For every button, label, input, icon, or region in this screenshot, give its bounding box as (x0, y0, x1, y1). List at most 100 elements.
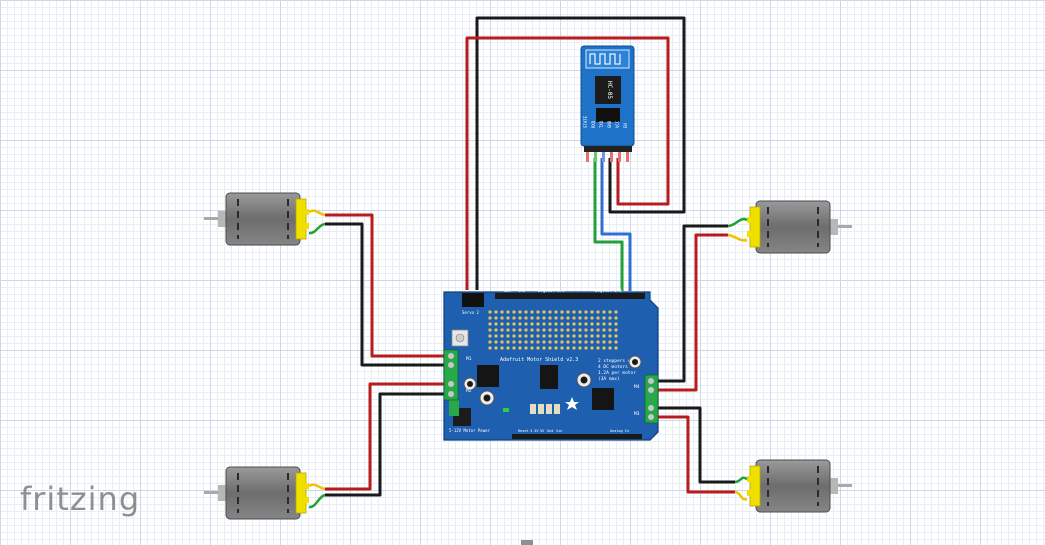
wire-m4-red[interactable] (656, 415, 735, 494)
proto-hole (530, 322, 534, 326)
proto-hole (578, 316, 582, 320)
wire-m2-black[interactable] (325, 392, 447, 497)
proto-hole (512, 340, 516, 344)
svg-text:M2: M2 (466, 388, 472, 394)
proto-hole (518, 322, 522, 326)
svg-text:Analog In: Analog In (610, 429, 629, 433)
proto-hole (518, 346, 522, 350)
proto-hole (524, 316, 528, 320)
motor-top-right[interactable] (746, 200, 853, 254)
proto-hole (596, 346, 600, 350)
proto-hole (524, 334, 528, 338)
proto-hole (590, 340, 594, 344)
wire-m2-red[interactable] (325, 382, 447, 491)
shield-title: Adafruit Motor Shield v2.3 (500, 357, 578, 363)
motor-bottom-left[interactable] (203, 466, 310, 520)
proto-hole (566, 310, 570, 314)
proto-hole (488, 334, 492, 338)
proto-hole (530, 328, 534, 332)
wire-m3-red[interactable] (656, 233, 728, 392)
proto-hole (602, 346, 606, 350)
servo-header[interactable] (462, 293, 484, 307)
proto-hole (542, 328, 546, 332)
svg-text:1.2A per motor: 1.2A per motor (598, 370, 636, 376)
svg-text:VCC: VCC (615, 120, 620, 128)
proto-hole (554, 340, 558, 344)
proto-hole (536, 334, 540, 338)
terminal-block-left[interactable]: M1 M2 (443, 349, 472, 401)
wire-bt-vcc-red[interactable] (465, 36, 670, 290)
motor-bottom-right[interactable] (746, 459, 853, 513)
proto-hole (524, 322, 528, 326)
wire-bt-gnd-black[interactable] (475, 16, 686, 290)
proto-hole (488, 328, 492, 332)
proto-hole (554, 322, 558, 326)
svg-text:3.3V: 3.3V (530, 429, 539, 433)
proto-hole (548, 310, 552, 314)
proto-hole (602, 334, 606, 338)
proto-hole (578, 310, 582, 314)
proto-hole (572, 310, 576, 314)
proto-hole (566, 340, 570, 344)
proto-hole (548, 328, 552, 332)
proto-hole (614, 322, 618, 326)
wire-m4-black[interactable] (656, 406, 735, 484)
wire-m1-red[interactable] (325, 213, 447, 358)
proto-hole (590, 316, 594, 320)
fritzing-logo: fritzing (20, 480, 141, 518)
terminal-block-right[interactable]: M4 M3 (634, 374, 659, 424)
wire-bt-rxd-blue[interactable] (600, 158, 632, 291)
proto-hole (518, 334, 522, 338)
proto-hole (572, 322, 576, 326)
proto-hole (506, 328, 510, 332)
scroll-marker[interactable] (521, 540, 533, 545)
proto-hole (488, 346, 492, 350)
proto-hole (554, 328, 558, 332)
proto-hole (602, 322, 606, 326)
svg-text:Vin: Vin (556, 429, 562, 433)
proto-hole (596, 316, 600, 320)
bt-pin-labels: STATE RXD TXD GND VCC EN (583, 115, 628, 128)
proto-hole (548, 340, 552, 344)
proto-hole (560, 334, 564, 338)
svg-text:M4: M4 (634, 384, 640, 390)
proto-hole (608, 328, 612, 332)
proto-hole (506, 340, 510, 344)
proto-hole (596, 328, 600, 332)
proto-hole (584, 346, 588, 350)
svg-text:(3A max): (3A max) (598, 376, 620, 382)
svg-text:Gnd: Gnd (518, 288, 526, 293)
motor-shield[interactable]: SDA Gnd Digital I/O Digital I/O Servo 2 … (443, 288, 659, 441)
proto-hole (554, 334, 558, 338)
proto-hole (590, 334, 594, 338)
svg-text:STATE: STATE (583, 115, 588, 128)
proto-hole (530, 334, 534, 338)
proto-hole (542, 316, 546, 320)
proto-hole (536, 346, 540, 350)
svg-text:4 DC motors: 4 DC motors (598, 364, 628, 370)
shield-bottom-labels: Reset 3.3V 5V Gnd Vin Analog In (518, 429, 629, 433)
proto-hole (566, 334, 570, 338)
proto-hole (590, 328, 594, 332)
wire-bt-txd-green[interactable] (593, 158, 624, 291)
proto-hole (524, 346, 528, 350)
proto-hole (500, 328, 504, 332)
wire-m3-black[interactable] (656, 224, 728, 383)
proto-hole (506, 316, 510, 320)
proto-hole (500, 340, 504, 344)
svg-text:TXD: TXD (599, 120, 604, 128)
proto-hole (506, 310, 510, 314)
servo-label: Servo 2 (462, 310, 479, 315)
wire-m1-black[interactable] (325, 222, 447, 367)
proto-hole (494, 334, 498, 338)
digital-header (495, 293, 645, 299)
proto-hole (560, 310, 564, 314)
proto-hole (590, 322, 594, 326)
proto-hole (518, 310, 522, 314)
bluetooth-module[interactable]: HC-05 STATE RXD TXD GND VCC EN (580, 45, 635, 162)
svg-text:Digital I/O: Digital I/O (595, 288, 622, 293)
analog-header (512, 434, 642, 439)
proto-hole (578, 322, 582, 326)
motor-top-left[interactable] (203, 192, 310, 246)
